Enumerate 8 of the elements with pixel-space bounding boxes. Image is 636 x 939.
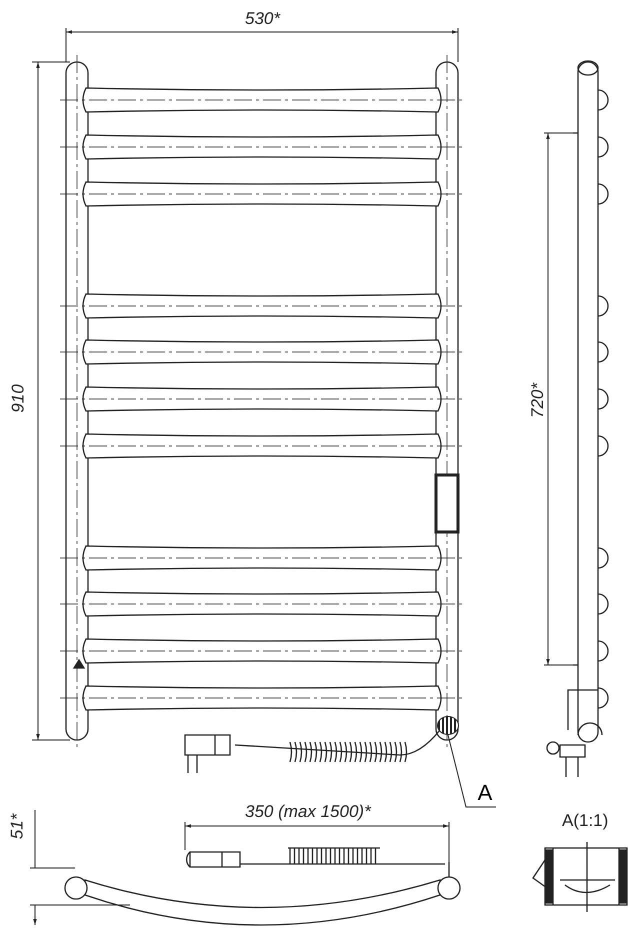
dimension-value: 910: [10, 384, 27, 413]
view-label: A(1:1): [562, 812, 608, 829]
dimension-value: 350 (max 1500)*: [245, 803, 371, 820]
callout-letter: A: [474, 780, 496, 806]
dimension-value: 530*: [245, 10, 280, 27]
leader-line: [448, 734, 496, 808]
dimension-value: 51*: [8, 814, 26, 840]
dimension-value: 720*: [529, 383, 546, 418]
